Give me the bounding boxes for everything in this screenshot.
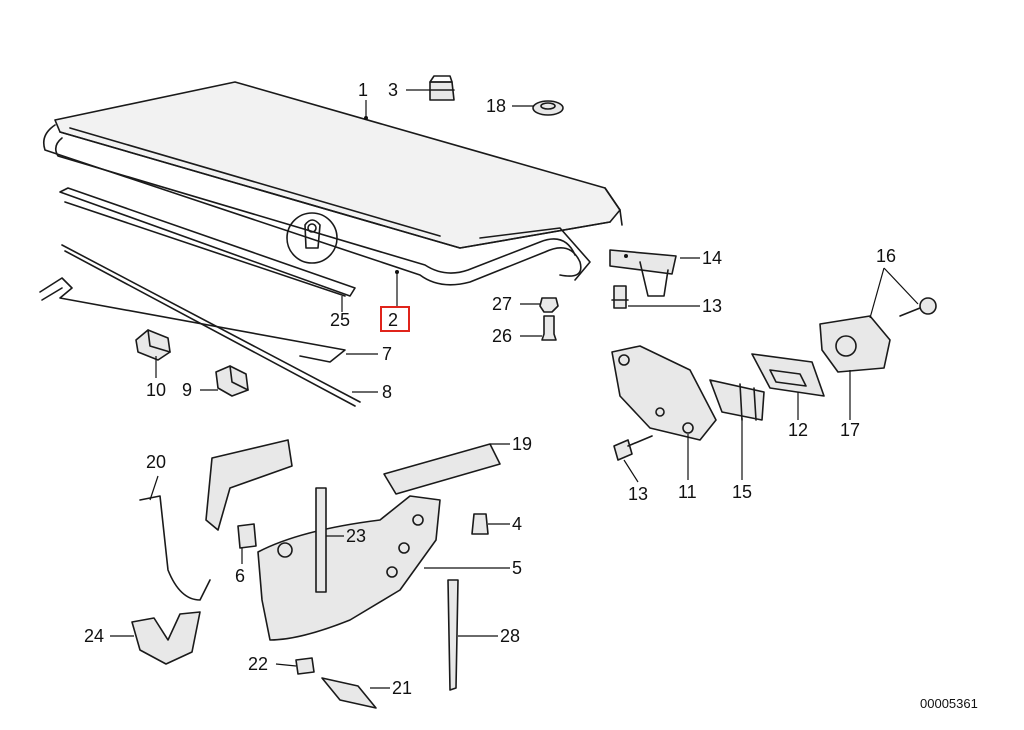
- lock-assembly: [611, 345, 717, 441]
- weather-strip: [59, 187, 356, 297]
- callout-3: 3: [388, 80, 398, 100]
- callout-labels: 1 2 3 4 5 6 7 8 9 10 11 12 13 13 14 15 1…: [84, 80, 896, 698]
- hinge-cover: [131, 611, 201, 665]
- clip-6: [237, 523, 257, 549]
- hinge-bracket: [139, 439, 293, 601]
- release-rod: [39, 277, 346, 363]
- clip-22: [295, 657, 315, 675]
- callout-22: 22: [248, 654, 268, 674]
- clip-detail-inset: [286, 212, 338, 264]
- rubber-buffer: [429, 75, 455, 101]
- cable-clip: [135, 329, 171, 361]
- hinge-arm: [257, 495, 441, 641]
- callout-19: 19: [512, 434, 532, 454]
- callout-21: 21: [392, 678, 412, 698]
- callout-27: 27: [492, 294, 512, 314]
- torsion-rod: [447, 579, 459, 691]
- callout-11: 11: [678, 482, 697, 502]
- callout-14: 14: [702, 248, 722, 268]
- lock-mounting-bracket: [709, 379, 765, 421]
- cable-wire: [61, 244, 361, 407]
- callout-7: 7: [382, 344, 392, 364]
- rod-clip: [215, 365, 249, 397]
- trunk-lid-panel: [54, 81, 623, 249]
- lid-seal-frame: [42, 124, 591, 286]
- callout-28: 28: [500, 626, 520, 646]
- callout-15: 15: [732, 482, 752, 502]
- callout-23: 23: [346, 526, 366, 546]
- callout-10: 10: [146, 380, 166, 400]
- leader-lines: [110, 89, 919, 689]
- bolt-13-upper: [611, 285, 629, 309]
- bolt-26: [541, 315, 557, 341]
- callout-1: 1: [358, 80, 368, 100]
- highlight-box-part-2: [380, 306, 410, 332]
- gas-strut: [315, 487, 327, 593]
- bracket-21: [321, 677, 377, 709]
- callout-26: 26: [492, 326, 512, 346]
- bolt-13-lower: [613, 435, 653, 461]
- callout-12: 12: [788, 420, 808, 440]
- callout-13-lower: 13: [628, 484, 648, 504]
- callout-5: 5: [512, 558, 522, 578]
- hinge-plate: [383, 443, 501, 495]
- callout-25: 25: [330, 310, 350, 330]
- callout-9: 9: [182, 380, 192, 400]
- screw-16: [899, 297, 937, 317]
- callout-18: 18: [486, 96, 506, 116]
- callout-20: 20: [146, 452, 166, 472]
- nut-27: [539, 297, 559, 313]
- callout-6: 6: [235, 566, 245, 586]
- bolt-4: [471, 513, 489, 535]
- callout-2: 2: [388, 310, 398, 330]
- callout-4: 4: [512, 514, 522, 534]
- lock-cylinder: [819, 315, 891, 373]
- callout-16: 16: [876, 246, 896, 266]
- callout-17: 17: [840, 420, 860, 440]
- callout-8: 8: [382, 382, 392, 402]
- grommet: [532, 100, 564, 116]
- lock-cover-plate: [751, 353, 825, 397]
- callout-24: 24: [84, 626, 104, 646]
- drawing-code: 00005361: [920, 696, 978, 711]
- callout-13-upper: 13: [702, 296, 722, 316]
- striker-bracket: [609, 249, 677, 297]
